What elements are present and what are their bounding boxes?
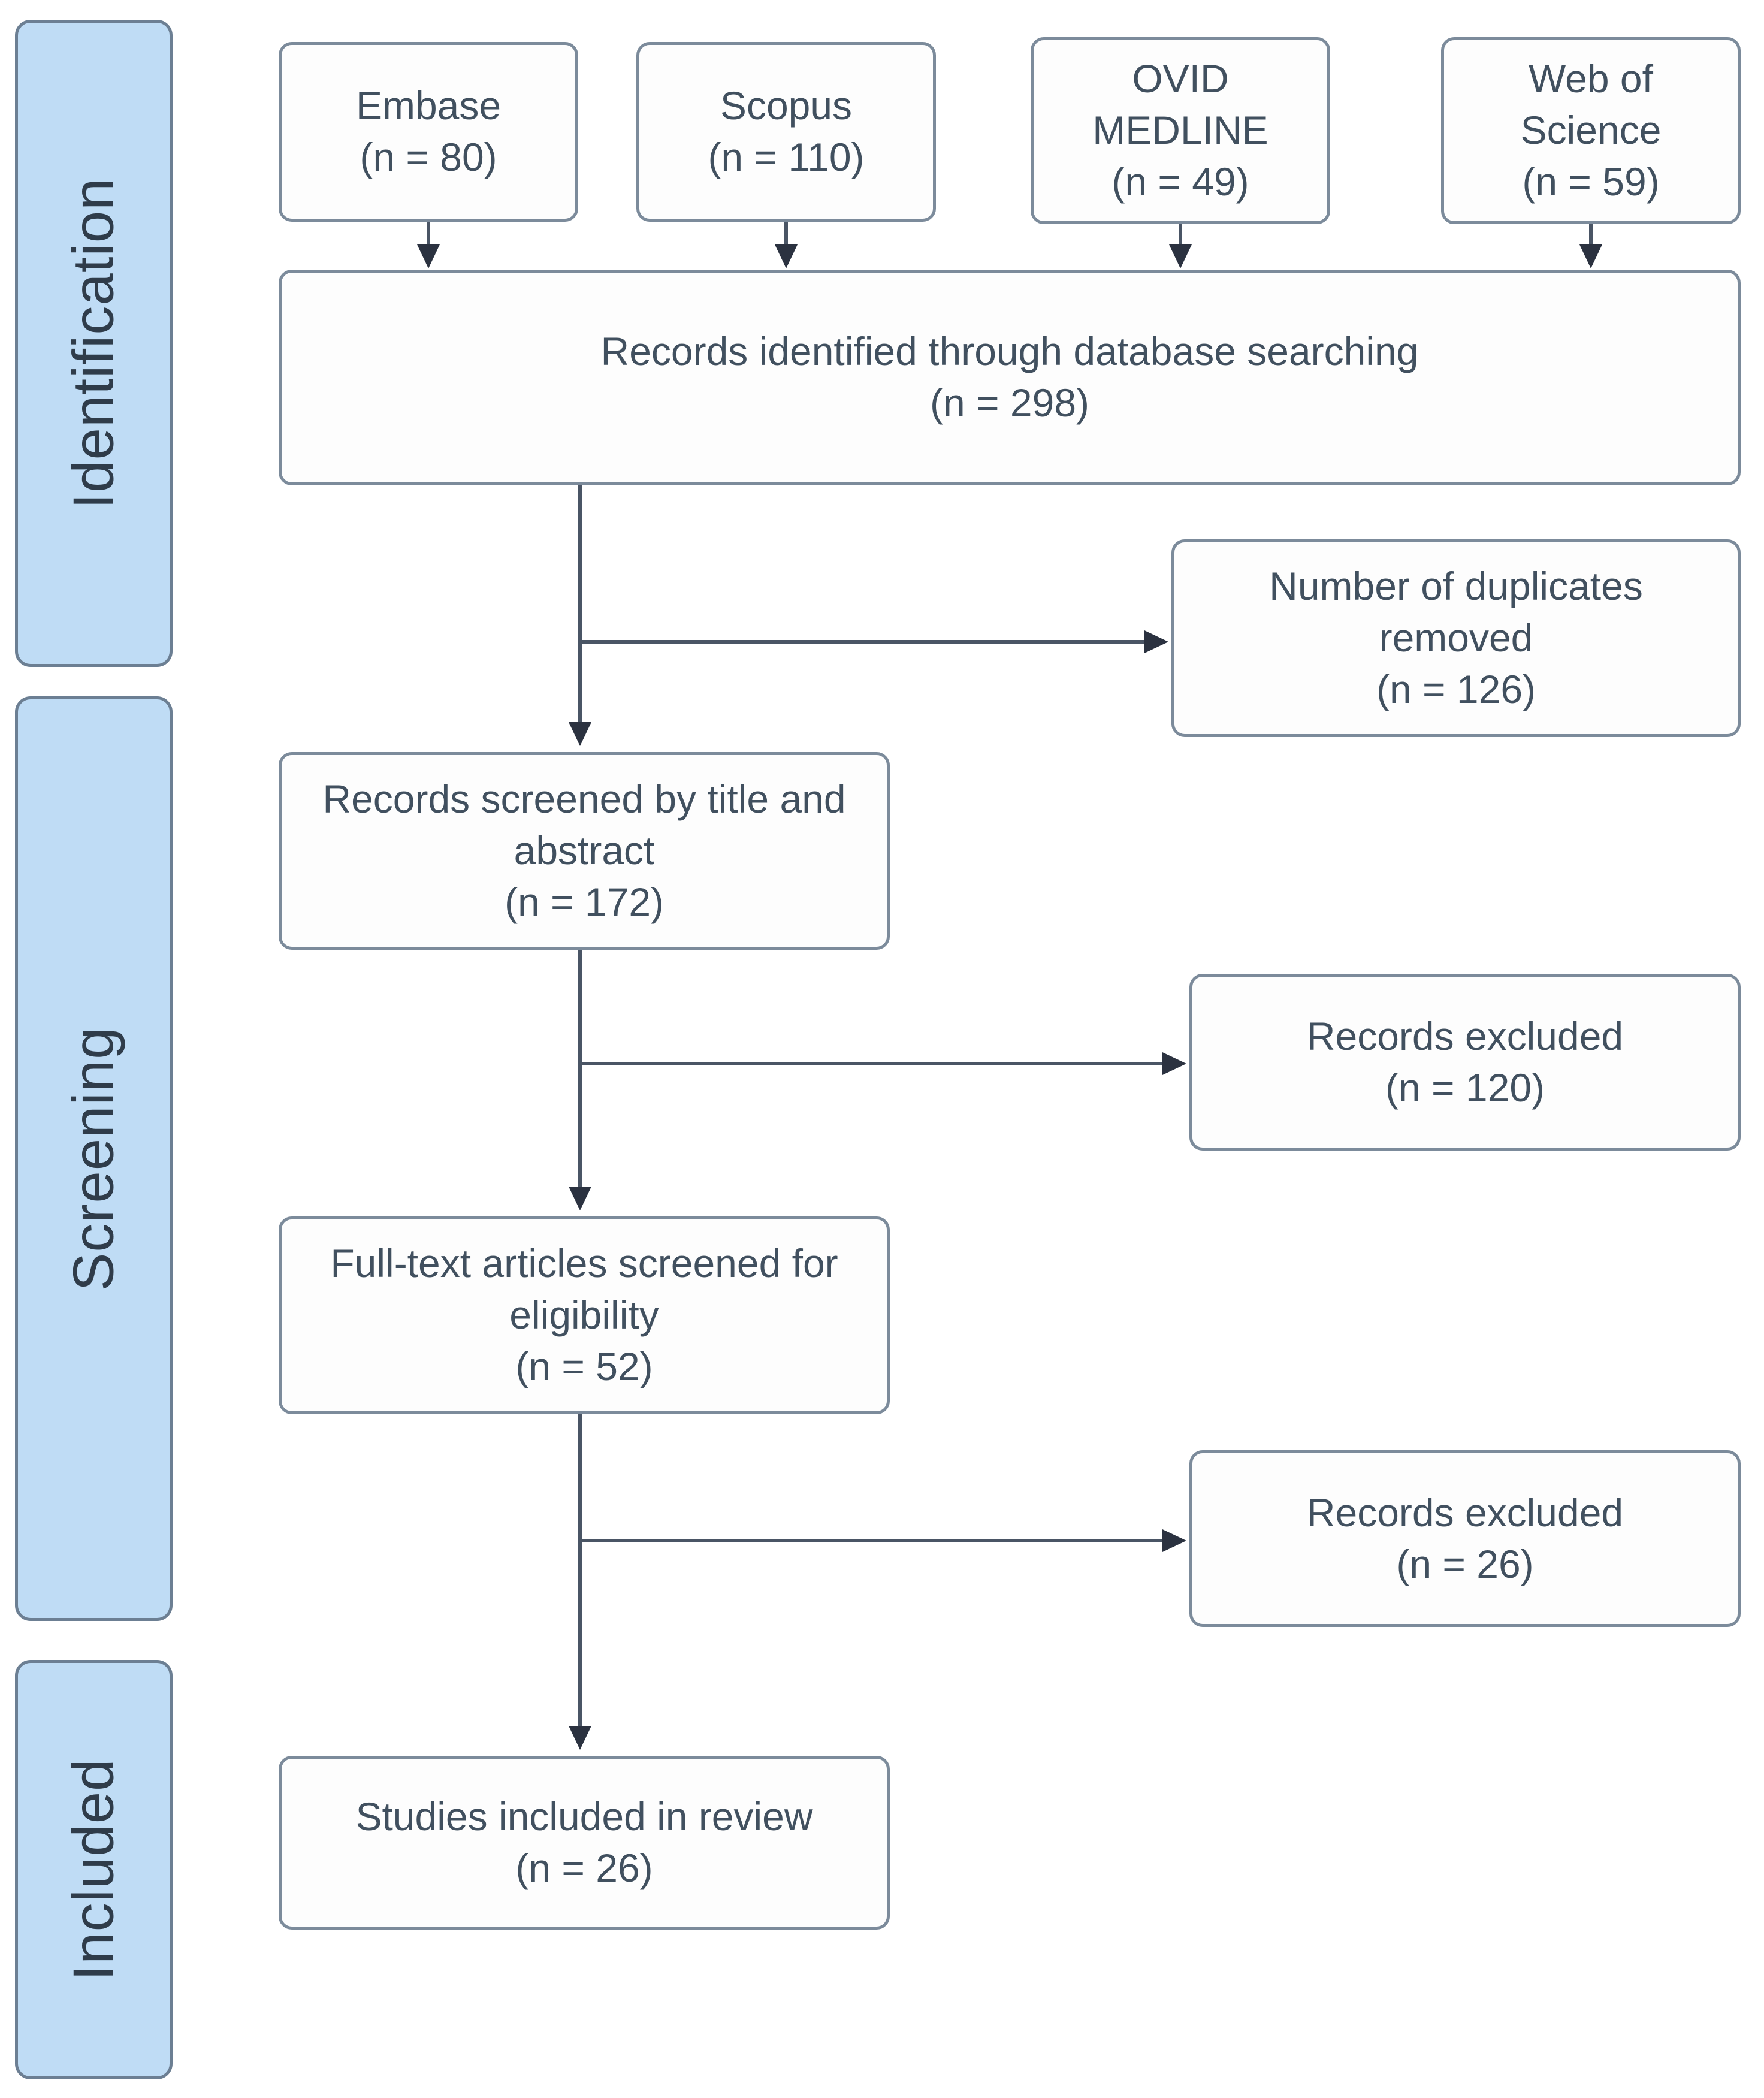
source-wos-name-line1: Web of: [1529, 56, 1653, 101]
connector-identified-to-duplicates: [578, 640, 1150, 644]
node-duplicates-removed: Number of duplicates removed (n = 126): [1171, 539, 1741, 737]
duplicates-line2: removed: [1379, 615, 1533, 660]
node-studies-included: Studies included in review (n = 26): [279, 1756, 890, 1930]
fulltext-count: (n = 52): [515, 1344, 653, 1388]
phase-included: Included: [15, 1660, 173, 2079]
source-wos-name-line2: Science: [1520, 108, 1662, 153]
source-embase-count: (n = 80): [360, 135, 497, 179]
arrowhead-fulltext-to-excluded-26: [1162, 1529, 1186, 1552]
source-box-ovid-medline: OVID MEDLINE (n = 49): [1031, 37, 1330, 224]
source-embase-name: Embase: [355, 83, 502, 128]
source-ovid-name-line2: MEDLINE: [1092, 108, 1268, 153]
node-fulltext-articles: Full-text articles screened for eligibil…: [279, 1216, 890, 1414]
duplicates-count: (n = 126): [1376, 666, 1536, 711]
source-box-embase: Embase (n = 80): [279, 42, 578, 222]
screened-line2: abstract: [514, 828, 655, 873]
excluded-120-count: (n = 120): [1385, 1065, 1545, 1110]
source-ovid-name-line1: OVID: [1132, 56, 1229, 101]
included-label: Studies included in review: [355, 1794, 813, 1839]
fulltext-line2: eligibility: [509, 1293, 659, 1338]
connector-embase-to-identified: [427, 222, 430, 258]
excluded-26-label: Records excluded: [1306, 1490, 1624, 1535]
arrowhead-ovid-to-identified: [1169, 244, 1192, 268]
records-identified-count: (n = 298): [930, 381, 1089, 425]
node-records-excluded-26: Records excluded (n = 26): [1189, 1450, 1741, 1627]
node-records-identified: Records identified through database sear…: [279, 270, 1741, 485]
connector-fulltext-to-excluded-26: [578, 1539, 1168, 1542]
phase-identification: Identification: [15, 20, 173, 667]
screened-line1: Records screened by title and: [322, 777, 846, 822]
arrowhead-fulltext-to-included: [569, 1726, 591, 1750]
arrowhead-scopus-to-identified: [775, 244, 798, 268]
connector-identified-to-screened: [578, 485, 582, 737]
phase-screening-label: Screening: [61, 1026, 126, 1291]
connector-scopus-to-identified: [784, 222, 788, 258]
screened-count: (n = 172): [505, 879, 664, 924]
source-ovid-count: (n = 49): [1111, 159, 1249, 204]
source-scopus-count: (n = 110): [708, 135, 865, 179]
included-count: (n = 26): [515, 1846, 653, 1890]
arrowhead-embase-to-identified: [417, 244, 440, 268]
records-identified-text: Records identified through database sear…: [600, 329, 1419, 374]
phase-included-label: Included: [61, 1758, 126, 1981]
source-box-scopus: Scopus (n = 110): [636, 42, 936, 222]
arrowhead-screened-to-fulltext: [569, 1187, 591, 1210]
connector-screened-to-fulltext: [578, 950, 582, 1202]
connector-screened-to-excluded-120: [578, 1062, 1168, 1065]
source-box-web-of-science: Web of Science (n = 59): [1441, 37, 1741, 224]
phase-screening: Screening: [15, 696, 173, 1621]
excluded-26-count: (n = 26): [1396, 1541, 1534, 1586]
arrowhead-identified-to-screened: [569, 722, 591, 746]
duplicates-line1: Number of duplicates: [1269, 564, 1643, 609]
node-records-screened: Records screened by title and abstract (…: [279, 752, 890, 950]
connector-fulltext-to-included: [578, 1414, 582, 1741]
excluded-120-label: Records excluded: [1306, 1013, 1624, 1058]
connector-ovid-to-identified: [1179, 224, 1182, 258]
source-wos-count: (n = 59): [1522, 159, 1660, 204]
source-scopus-name: Scopus: [720, 83, 853, 128]
connector-wos-to-identified: [1589, 224, 1593, 258]
arrowhead-wos-to-identified: [1579, 244, 1602, 268]
arrowhead-screened-to-excluded-120: [1162, 1052, 1186, 1075]
phase-identification-label: Identification: [61, 177, 126, 509]
arrowhead-identified-to-duplicates: [1144, 630, 1168, 653]
node-records-excluded-120: Records excluded (n = 120): [1189, 974, 1741, 1151]
fulltext-line1: Full-text articles screened for: [330, 1241, 838, 1286]
